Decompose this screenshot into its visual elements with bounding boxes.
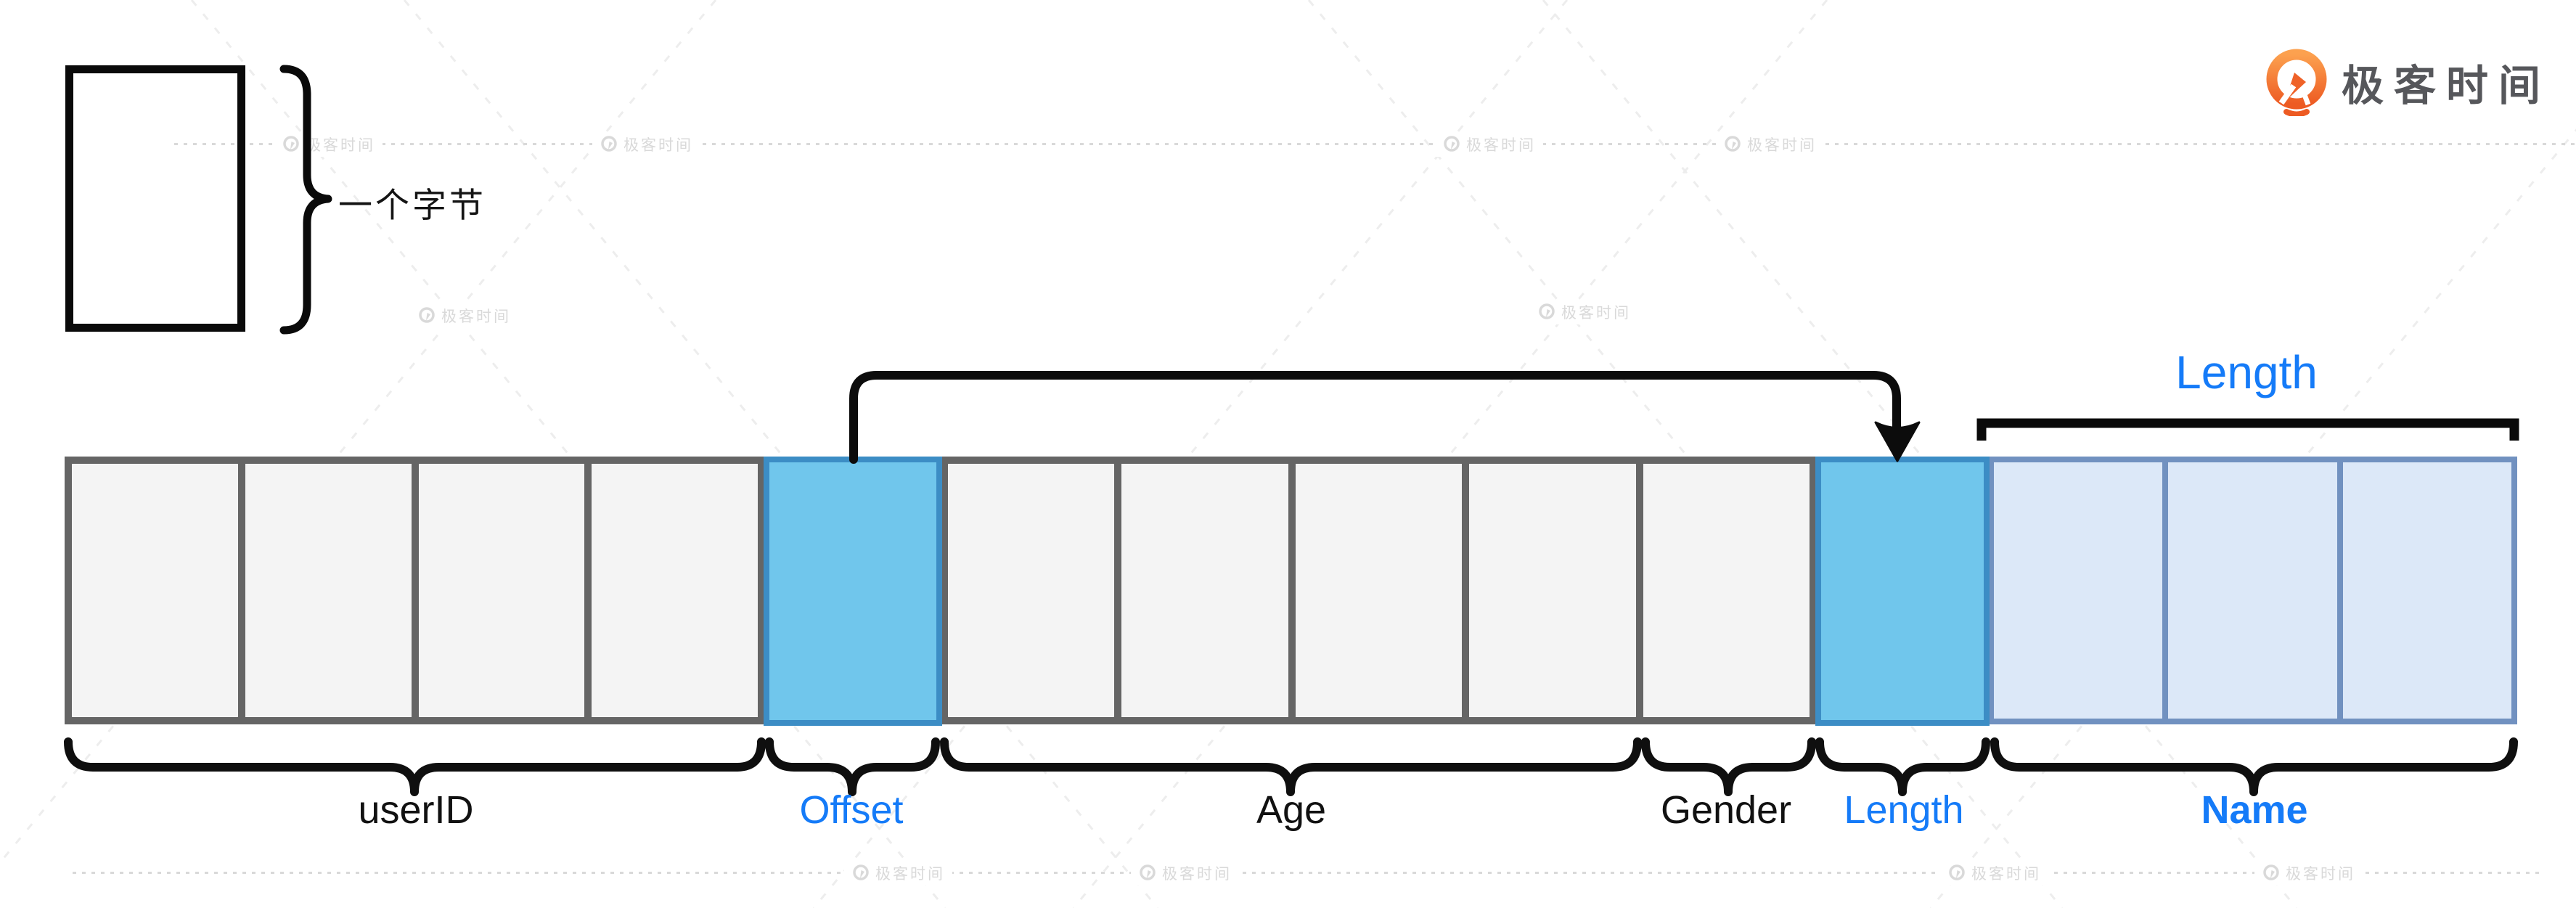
watermark-text: 极客时间 bbox=[2286, 866, 2355, 883]
watermark-text: 极客时间 bbox=[1747, 137, 1817, 154]
watermark-logo-icon bbox=[1539, 303, 1555, 319]
byte-cell bbox=[1121, 464, 1288, 717]
watermark-logo-icon bbox=[853, 864, 869, 880]
watermark-logo-icon bbox=[2263, 864, 2279, 880]
field-group-age-gender bbox=[941, 457, 1817, 724]
byte-cell bbox=[1994, 462, 2163, 719]
byte-cell bbox=[1295, 464, 1463, 717]
watermark-logo-icon bbox=[1725, 136, 1741, 152]
top-dotted-line bbox=[174, 143, 2576, 145]
watermark: 极客时间 bbox=[1716, 132, 1824, 157]
watermark-text: 极客时间 bbox=[875, 866, 945, 883]
userid-brace bbox=[64, 737, 766, 796]
field-label-gender: Gender bbox=[1660, 788, 1792, 832]
byte-cell bbox=[1469, 464, 1636, 717]
field-label-age: Age bbox=[1256, 788, 1327, 832]
field-label-length: Length bbox=[1844, 788, 1964, 832]
gender-brace bbox=[1641, 737, 1816, 796]
byte-cell bbox=[2168, 462, 2337, 719]
watermark: 极客时间 bbox=[274, 132, 383, 157]
arrowhead-icon bbox=[1874, 421, 1921, 462]
watermark: 极客时间 bbox=[844, 861, 952, 885]
watermark-logo-icon bbox=[1444, 136, 1460, 152]
length-brace bbox=[1815, 737, 1990, 796]
watermark-logo-icon bbox=[1140, 864, 1156, 880]
geektime-logo-text: 极客时间 bbox=[2342, 62, 2551, 110]
watermark: 极客时间 bbox=[1435, 132, 1543, 157]
byte-cell bbox=[2342, 462, 2511, 719]
byte-cell bbox=[245, 464, 412, 717]
watermark: 极客时间 bbox=[1530, 300, 1638, 324]
watermark-text: 极客时间 bbox=[1971, 866, 2041, 883]
length-span-bracket bbox=[1976, 418, 2519, 441]
field-label-name: Name bbox=[2201, 788, 2308, 832]
field-label-offset: Offset bbox=[799, 788, 904, 832]
watermark-text: 极客时间 bbox=[306, 137, 375, 154]
watermark: 极客时间 bbox=[1940, 861, 2048, 885]
name-brace bbox=[1990, 737, 2518, 796]
watermark-logo-icon bbox=[419, 307, 435, 323]
geektime-logo: 极客时间 bbox=[2265, 48, 2551, 116]
byte-cell bbox=[72, 464, 238, 717]
byte-brace bbox=[279, 65, 332, 335]
watermark: 极客时间 bbox=[592, 132, 700, 157]
field-group-name bbox=[1988, 457, 2517, 724]
byte-cell bbox=[1643, 464, 1810, 717]
offset-to-length-arrow bbox=[849, 371, 1901, 464]
age-brace bbox=[940, 737, 1642, 796]
single-byte-rect bbox=[65, 65, 245, 332]
geektime-q-icon bbox=[2266, 49, 2327, 116]
watermark-logo-icon bbox=[283, 136, 299, 152]
watermark-text: 极客时间 bbox=[1561, 305, 1631, 322]
watermark-text: 极客时间 bbox=[441, 308, 511, 325]
byte-cell bbox=[418, 464, 585, 717]
watermark: 极客时间 bbox=[2254, 861, 2363, 885]
watermark-logo-icon bbox=[601, 136, 617, 152]
byte-cell bbox=[948, 464, 1115, 717]
length-byte-cell bbox=[1815, 457, 1990, 726]
byte-cell bbox=[592, 464, 758, 717]
field-label-userid: userID bbox=[358, 788, 474, 832]
watermark-text: 极客时间 bbox=[1466, 137, 1536, 154]
offset-brace bbox=[765, 737, 940, 796]
watermark-text: 极客时间 bbox=[1162, 866, 1232, 883]
watermark-logo-icon bbox=[1949, 864, 1965, 880]
field-group-userid bbox=[65, 457, 765, 724]
single-byte-label: 一个字节 bbox=[338, 186, 486, 224]
bottom-dotted-line bbox=[73, 872, 2540, 874]
watermark: 极客时间 bbox=[410, 303, 518, 328]
watermark: 极客时间 bbox=[1131, 861, 1239, 885]
length-span-label: Length bbox=[2175, 346, 2318, 398]
watermark-text: 极客时间 bbox=[623, 137, 693, 154]
